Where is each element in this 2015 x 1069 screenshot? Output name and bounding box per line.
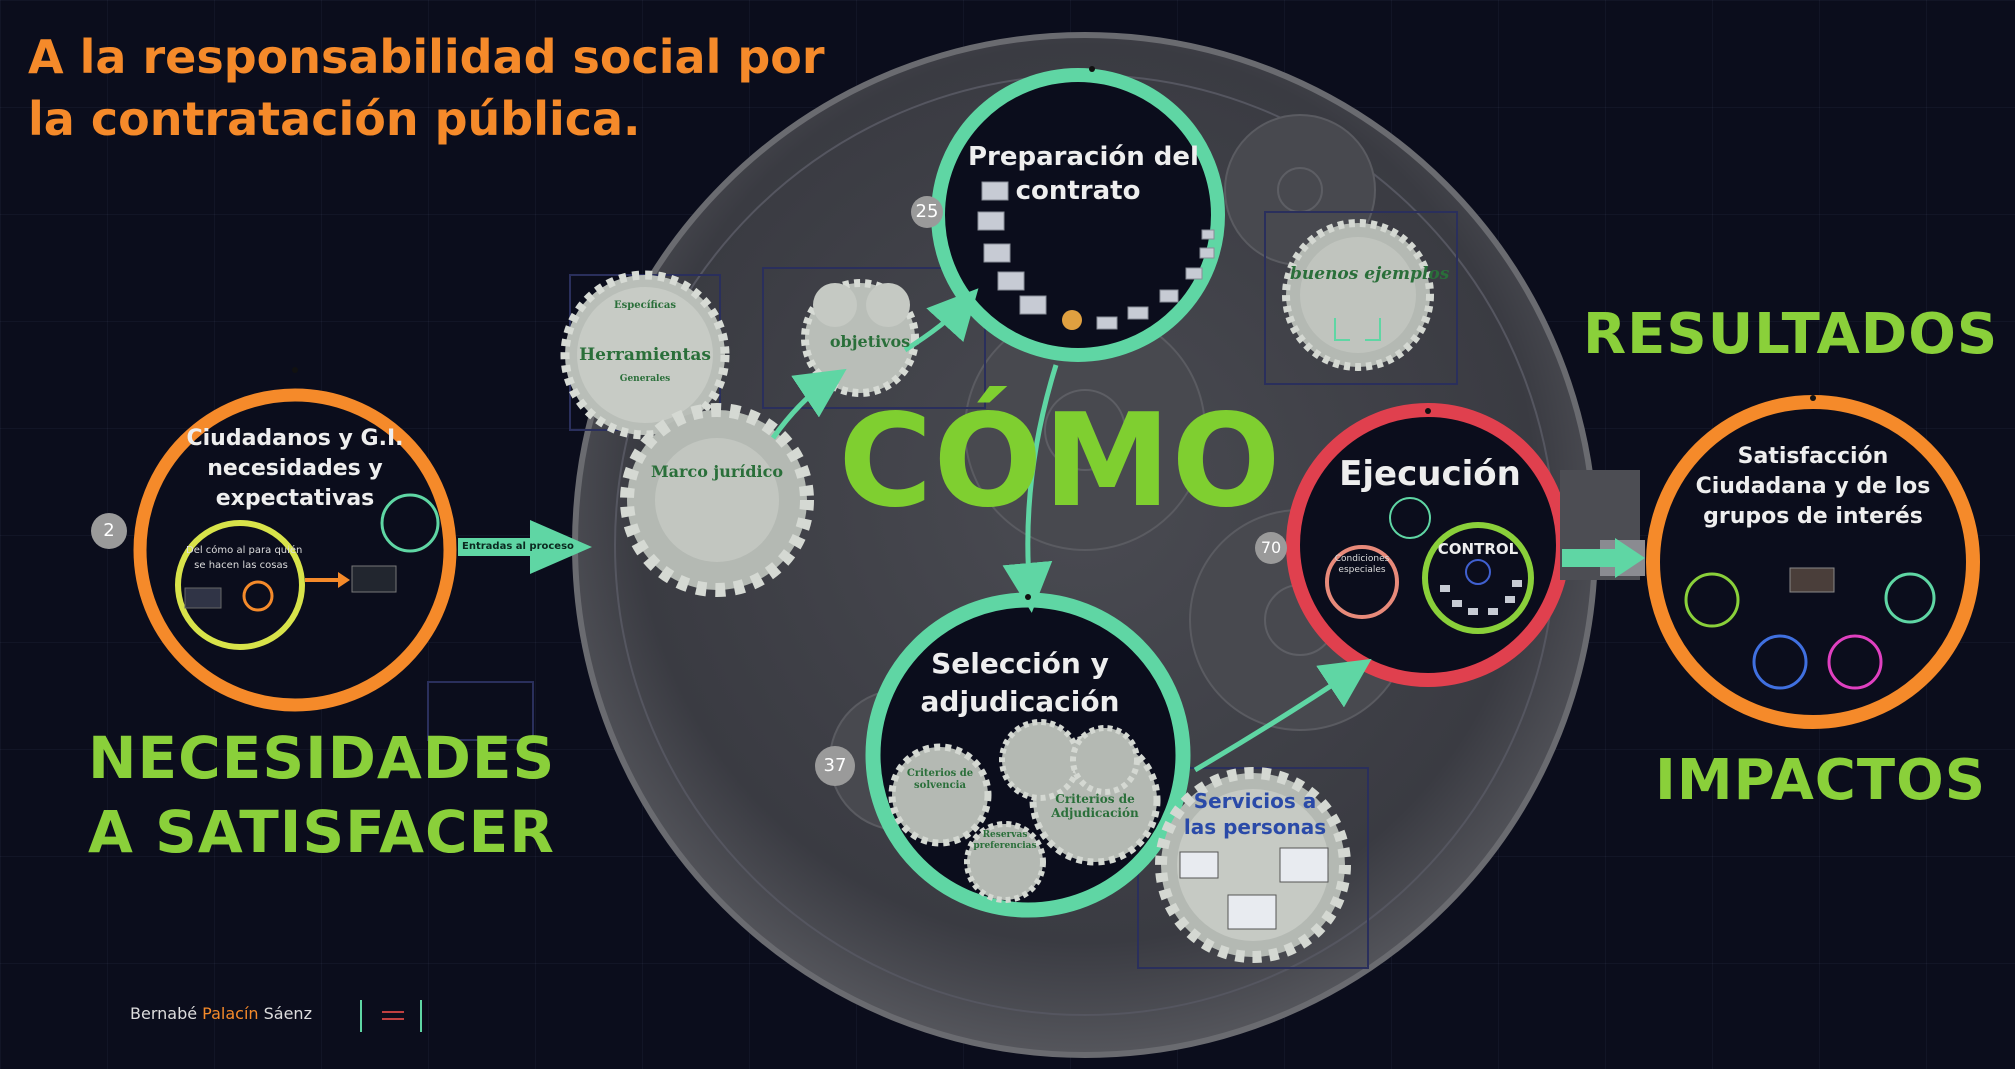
especificas-label: Específicas: [614, 300, 676, 311]
preparacion-title: Preparación del contrato: [968, 140, 1199, 208]
output-bar: [1560, 470, 1645, 580]
criterios-solvencia-label: Criterios de solvencia: [906, 768, 974, 791]
seleccion-circle: [865, 592, 1191, 918]
left-inner-line-2: se hacen las cosas: [194, 560, 288, 571]
right-circle-line-1: Satisfacción: [1737, 444, 1889, 469]
gear-herramientas: [560, 270, 730, 440]
seleccion-line-2: adjudicación: [920, 685, 1120, 718]
gear-marco: [620, 403, 814, 597]
right-circle-line-2: Ciudadana y de los: [1695, 474, 1931, 499]
step-37-badge[interactable]: 37: [815, 746, 855, 786]
author-last: Sáenz: [263, 1004, 312, 1023]
seleccion-title: Selección y adjudicación: [900, 645, 1140, 721]
herramientas-label: Herramientas: [579, 345, 711, 365]
author-first: Bernabé: [130, 1004, 198, 1023]
left-inner-text: Del cómo al para quién se hacen las cosa…: [186, 543, 303, 573]
seleccion-line-1: Selección y: [931, 647, 1109, 680]
left-circle-title: Ciudadanos y G.I. necesidades y expectat…: [170, 424, 420, 514]
impactos-heading: IMPACTOS: [1655, 748, 1987, 813]
connectors: [770, 288, 1372, 773]
right-circle-line-3: grupos de interés: [1703, 504, 1923, 529]
necesidades-heading-2: A SATISFACER: [88, 798, 555, 866]
servicios-title: Servicios a las personas: [1175, 788, 1335, 840]
left-circle-line-2: necesidades y: [207, 456, 383, 481]
anchor-dots: [292, 66, 1816, 600]
criterios-adjudicacion-label: Criterios de Adjudicación: [1051, 792, 1139, 820]
step-2-badge[interactable]: 2: [91, 513, 127, 549]
step-70-badge[interactable]: 70: [1255, 532, 1287, 564]
control-label: CONTROL: [1437, 540, 1519, 558]
title-line-2: la contratación pública.: [28, 92, 641, 146]
right-circle: [1646, 395, 1980, 729]
preparacion-line-2: contrato: [1015, 176, 1141, 206]
preparacion-line-1: Preparación del: [968, 142, 1199, 172]
servicios-line-2: las personas: [1183, 815, 1327, 839]
resultados-heading: RESULTADOS: [1583, 302, 1999, 367]
generales-label: Generales: [619, 374, 671, 384]
entradas-arrow: [458, 520, 592, 574]
step-25-badge[interactable]: 25: [911, 196, 943, 228]
left-circle-line-3: expectativas: [215, 486, 375, 511]
condiciones-label: Condiciones especiales: [1334, 554, 1390, 575]
author-name: Bernabé Palacín Sáenz: [130, 1004, 312, 1023]
left-circle-line-1: Ciudadanos y G.I.: [186, 426, 404, 451]
marco-juridico-label: Marco jurídico: [650, 462, 784, 481]
preparacion-circle: [931, 68, 1225, 362]
como-label: CÓMO: [838, 387, 1282, 536]
left-inner-line-1: Del cómo al para quién: [186, 545, 303, 556]
page-title: A la responsabilidad social por la contr…: [28, 26, 825, 150]
left-circle: [133, 388, 457, 712]
servicios-line-1: Servicios a: [1193, 789, 1317, 813]
gear-objetivos: [801, 279, 919, 397]
reservas-label: Reservas preferencias: [973, 830, 1037, 851]
right-circle-title: Satisfacción Ciudadana y de los grupos d…: [1673, 442, 1953, 532]
servicios-gear: [1155, 767, 1351, 963]
ejecucion-title: Ejecución: [1339, 454, 1521, 494]
author-middle: Palacín: [202, 1004, 259, 1023]
objetivos-label: objetivos: [829, 332, 911, 351]
footer-bracket-icon: [360, 1000, 422, 1032]
title-line-1: A la responsabilidad social por: [28, 30, 825, 84]
gear-buenos: [1282, 219, 1434, 371]
necesidades-heading-1: NECESIDADES: [88, 724, 556, 792]
buenos-ejemplos-label: buenos ejemplos: [1290, 264, 1450, 284]
entradas-label: Entradas al proceso: [462, 541, 574, 552]
